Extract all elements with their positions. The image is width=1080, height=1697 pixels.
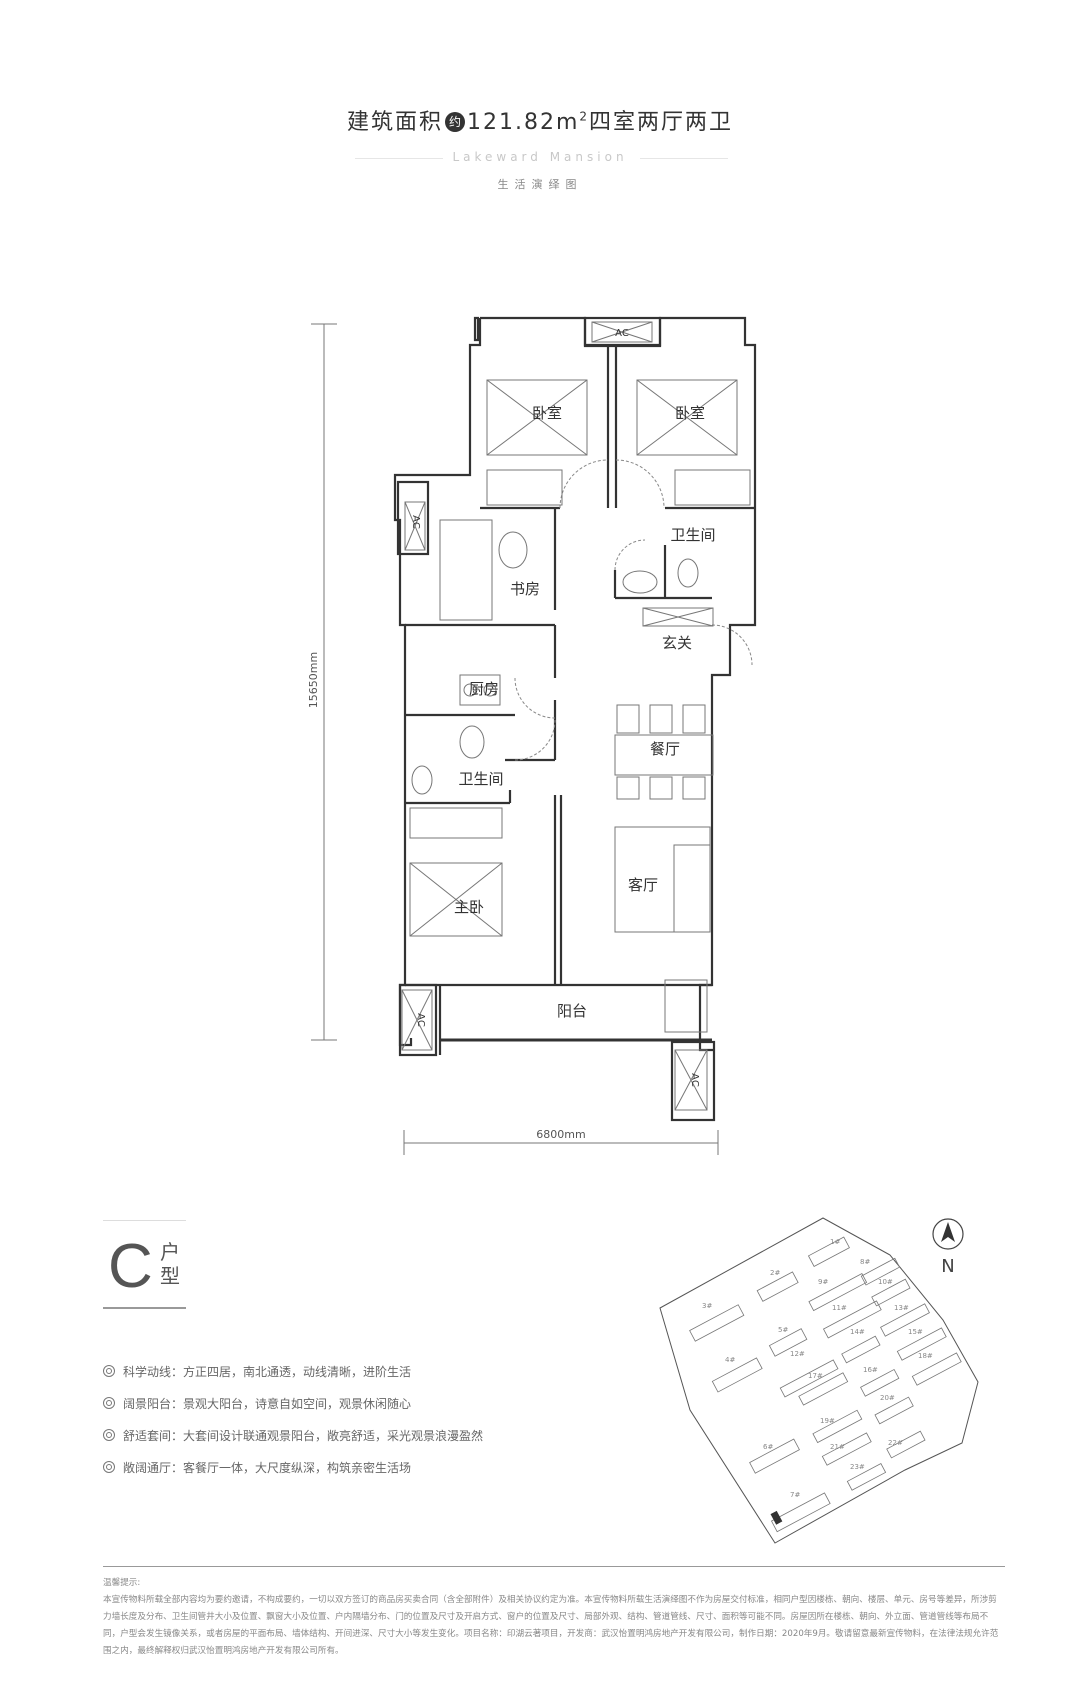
feature-item: 敞阔通厅：客餐厅一体，大尺度纵深，构筑亲密生活场 xyxy=(103,1458,483,1490)
dimension-vertical: 15650mm xyxy=(307,652,320,708)
subtitle-rule-right xyxy=(640,158,728,159)
title-suffix: 四室两厅两卫 xyxy=(589,110,734,135)
feature-list: 科学动线：方正四居，南北通透，动线清晰，进阶生活 阔景阳台：景观大阳台，诗意自如… xyxy=(103,1362,483,1490)
svg-text:15#: 15# xyxy=(908,1328,923,1336)
bullet-icon xyxy=(103,1397,115,1409)
feature-item: 舒适套间：大套间设计联通观景阳台，敞亮舒适，采光观景浪漫盈然 xyxy=(103,1426,483,1458)
ac-label-bottom-right: AC xyxy=(689,1073,700,1087)
svg-text:17#: 17# xyxy=(808,1372,823,1380)
room-entrance: 玄关 xyxy=(662,634,692,652)
bullet-icon xyxy=(103,1461,115,1473)
disclaimer-rule xyxy=(103,1566,1005,1567)
room-bedroom-ne: 卧室 xyxy=(675,404,705,422)
room-master-bedroom: 主卧 xyxy=(454,898,484,916)
svg-text:18#: 18# xyxy=(918,1352,933,1360)
dimension-horizontal: 6800mm xyxy=(536,1128,585,1141)
room-dining: 餐厅 xyxy=(650,740,680,758)
ac-label-top: AC xyxy=(615,328,629,339)
unit-type-label: 户 型 xyxy=(160,1240,180,1288)
ac-label-left: AC xyxy=(410,515,421,529)
svg-text:1#: 1# xyxy=(830,1238,840,1246)
svg-text:2#: 2# xyxy=(770,1269,780,1277)
ac-label-balcony: AC xyxy=(415,1013,426,1027)
svg-text:6#: 6# xyxy=(763,1443,773,1451)
svg-text:9#: 9# xyxy=(818,1278,828,1286)
room-balcony: 阳台 xyxy=(557,1002,587,1020)
svg-text:10#: 10# xyxy=(878,1278,893,1286)
highlighted-building xyxy=(770,1510,783,1525)
bullet-icon xyxy=(103,1429,115,1441)
unit-type-rule-bottom xyxy=(103,1307,186,1309)
floor-plan: AC AC AC AC 卧室 卧室 卫生间 书房 玄关 厨房 餐厅 卫生间 客厅… xyxy=(307,316,757,1155)
room-bathroom-w: 卫生间 xyxy=(458,770,503,788)
svg-text:20#: 20# xyxy=(880,1394,895,1402)
svg-text:4#: 4# xyxy=(725,1356,735,1364)
room-study: 书房 xyxy=(510,580,540,598)
svg-text:16#: 16# xyxy=(863,1366,878,1374)
compass-icon xyxy=(932,1218,964,1250)
room-living: 客厅 xyxy=(628,876,658,894)
svg-text:13#: 13# xyxy=(894,1304,909,1312)
feature-item: 科学动线：方正四居，南北通透，动线清晰，进阶生活 xyxy=(103,1362,483,1394)
svg-text:23#: 23# xyxy=(850,1463,865,1471)
unit-type-letter: C xyxy=(108,1232,153,1301)
unit-type-rule-top xyxy=(103,1220,186,1221)
svg-text:21#: 21# xyxy=(830,1443,845,1451)
room-bathroom-ne: 卫生间 xyxy=(670,526,715,544)
disclaimer-title: 温馨提示: xyxy=(103,1578,141,1588)
svg-text:14#: 14# xyxy=(850,1328,865,1336)
room-kitchen: 厨房 xyxy=(469,680,499,698)
svg-text:12#: 12# xyxy=(790,1350,805,1358)
svg-text:3#: 3# xyxy=(702,1302,712,1310)
title-area: 121.82m xyxy=(466,110,580,135)
site-map: N 1# 2# 3# 4# 5# 6# 7# 8# 9# 10# xyxy=(659,1217,979,1544)
svg-text:5#: 5# xyxy=(778,1326,788,1334)
disclaimer: 温馨提示: 本宣传物料所载全部内容均为要约邀请，不构成要约，一切以双方签订的商品… xyxy=(103,1575,1005,1660)
disclaimer-body: 本宣传物料所载全部内容均为要约邀请，不构成要约，一切以双方签订的商品房买卖合同（… xyxy=(103,1595,999,1656)
caption: 生活演绎图 xyxy=(497,178,583,191)
room-bedroom-nw: 卧室 xyxy=(532,404,562,422)
subtitle: Lakeward Mansion xyxy=(452,150,628,164)
subtitle-rule-left xyxy=(355,158,443,159)
svg-text:11#: 11# xyxy=(832,1304,847,1312)
svg-text:19#: 19# xyxy=(820,1417,835,1425)
title-prefix: 建筑面积 xyxy=(346,110,443,135)
svg-text:8#: 8# xyxy=(860,1258,870,1266)
svg-text:22#: 22# xyxy=(888,1439,903,1447)
compass-label: N xyxy=(941,1256,954,1277)
approx-badge: 约 xyxy=(444,112,465,132)
unit-type: C 户 型 xyxy=(108,1232,180,1302)
feature-item: 阔景阳台：景观大阳台，诗意自如空间，观景休闲随心 xyxy=(103,1394,483,1426)
bullet-icon xyxy=(103,1365,115,1377)
svg-text:7#: 7# xyxy=(790,1491,800,1499)
title-area-sup: 2 xyxy=(579,109,590,124)
